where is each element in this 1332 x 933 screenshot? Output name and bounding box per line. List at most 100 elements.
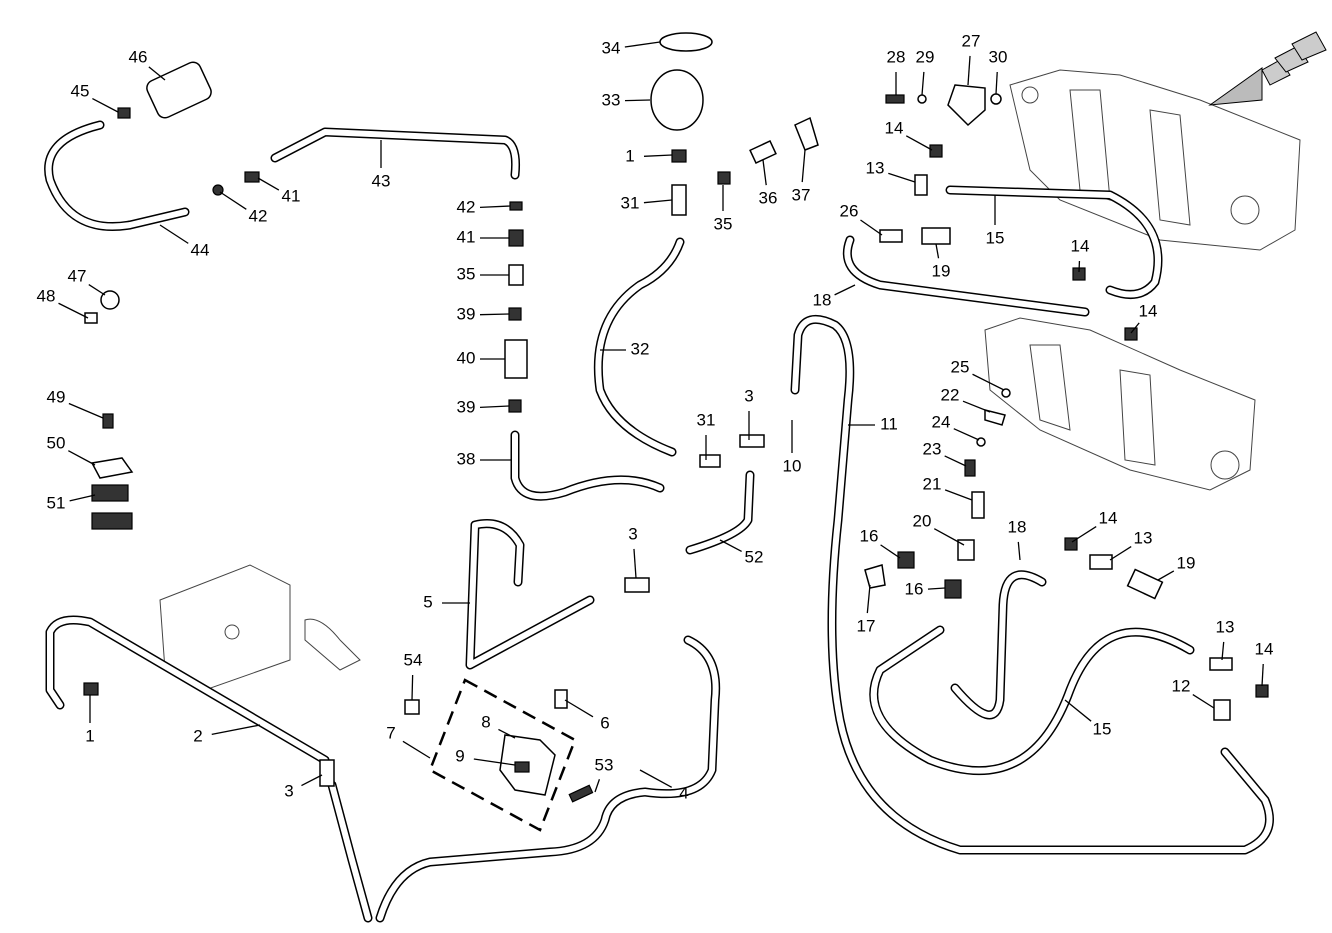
callout-leader-27 bbox=[967, 55, 971, 86]
hose-inner-12 bbox=[467, 520, 593, 668]
callout-leader-42 bbox=[479, 205, 511, 209]
callout-15: 15 bbox=[986, 228, 1005, 247]
callout-36: 36 bbox=[759, 188, 778, 207]
callout-leader-16 bbox=[927, 587, 946, 590]
callout-leader-24 bbox=[953, 428, 980, 441]
callout-3: 3 bbox=[284, 781, 293, 800]
hose-inner-0 bbox=[45, 122, 188, 230]
callout-33: 33 bbox=[602, 90, 621, 109]
callout-34: 34 bbox=[602, 38, 621, 57]
callout-13: 13 bbox=[1216, 617, 1235, 636]
callout-14: 14 bbox=[1099, 508, 1118, 527]
callout-8: 8 bbox=[481, 712, 490, 731]
callout-leader-51 bbox=[69, 494, 96, 502]
callout-26: 26 bbox=[840, 201, 859, 220]
callout-leader-41 bbox=[257, 177, 280, 191]
callout-31: 31 bbox=[697, 410, 716, 429]
callout-52: 52 bbox=[745, 547, 764, 566]
callout-leader-19 bbox=[1157, 570, 1175, 581]
callout-leader-29 bbox=[921, 71, 925, 96]
callout-18: 18 bbox=[813, 290, 832, 309]
callout-35: 35 bbox=[457, 264, 476, 283]
pump-assembly-lower bbox=[984, 317, 1256, 491]
callout-2: 2 bbox=[193, 726, 202, 745]
hose-12 bbox=[465, 519, 595, 670]
callout-41: 41 bbox=[282, 186, 301, 205]
callout-leader-14 bbox=[905, 135, 933, 151]
hose-inner-6 bbox=[844, 237, 1088, 315]
callout-23: 23 bbox=[923, 439, 942, 458]
callout-10: 10 bbox=[783, 456, 802, 475]
callout-28: 28 bbox=[887, 47, 906, 66]
callout-leader-3 bbox=[301, 774, 323, 787]
callout-leader-30 bbox=[995, 71, 998, 95]
callout-leader-22 bbox=[962, 400, 991, 413]
hose-6 bbox=[842, 235, 1090, 317]
hose-inner-7 bbox=[870, 627, 1193, 774]
callout-3: 3 bbox=[628, 524, 637, 543]
callout-leader-17 bbox=[866, 584, 871, 614]
callout-51: 51 bbox=[47, 493, 66, 512]
callout-leader-46 bbox=[148, 66, 166, 81]
callout-19: 19 bbox=[932, 261, 951, 280]
callout-38: 38 bbox=[457, 449, 476, 468]
callout-leader-37 bbox=[801, 149, 806, 183]
callout-12: 12 bbox=[1172, 676, 1191, 695]
callout-leader-13 bbox=[888, 172, 916, 183]
callout-leader-2 bbox=[211, 724, 261, 735]
direction-arrow-icon bbox=[1208, 31, 1327, 106]
callout-leader-20 bbox=[933, 528, 965, 546]
callout-22: 22 bbox=[941, 385, 960, 404]
hose-inner-8 bbox=[952, 571, 1045, 718]
callout-leader-13 bbox=[1109, 545, 1132, 561]
callout-leader-53 bbox=[594, 779, 601, 793]
callout-43: 43 bbox=[372, 171, 391, 190]
callout-leader-25 bbox=[972, 373, 1005, 391]
callout-13: 13 bbox=[1134, 528, 1153, 547]
callout-4: 4 bbox=[679, 783, 688, 802]
callout-18: 18 bbox=[1008, 517, 1027, 536]
hose-inner-1 bbox=[272, 129, 519, 178]
callout-9: 9 bbox=[455, 746, 464, 765]
callout-leader-7 bbox=[402, 740, 431, 759]
callout-leader-42 bbox=[219, 191, 247, 210]
callout-5: 5 bbox=[423, 592, 432, 611]
callout-3: 3 bbox=[744, 386, 753, 405]
callout-16: 16 bbox=[905, 579, 924, 598]
callout-15: 15 bbox=[1093, 719, 1112, 738]
callout-41: 41 bbox=[457, 227, 476, 246]
callout-42: 42 bbox=[457, 197, 476, 216]
hose-inner-10 bbox=[47, 617, 328, 763]
callout-leader-36 bbox=[762, 159, 767, 186]
fittings bbox=[83, 32, 1269, 787]
callout-leader-44 bbox=[159, 224, 189, 244]
callout-39: 39 bbox=[457, 304, 476, 323]
callout-leader-39 bbox=[479, 313, 510, 316]
hose-inner-13 bbox=[687, 472, 753, 553]
callout-20: 20 bbox=[913, 511, 932, 530]
callout-42: 42 bbox=[249, 206, 268, 225]
callout-leader-31 bbox=[643, 199, 673, 204]
hose-inner-11 bbox=[329, 782, 371, 921]
hoses-and-pipes bbox=[44, 120, 1274, 923]
callout-16: 16 bbox=[860, 526, 879, 545]
callout-leader-4 bbox=[639, 769, 673, 788]
callout-leader-14 bbox=[1261, 663, 1264, 687]
hose-inner-9 bbox=[377, 637, 719, 921]
callout-35: 35 bbox=[714, 214, 733, 233]
callout-leader-18 bbox=[834, 284, 856, 296]
callout-14: 14 bbox=[885, 118, 904, 137]
callout-30: 30 bbox=[989, 47, 1008, 66]
callout-leader-48 bbox=[58, 302, 89, 319]
callout-19: 19 bbox=[1177, 553, 1196, 572]
callout-leader-14 bbox=[1130, 322, 1140, 334]
callout-1: 1 bbox=[625, 146, 634, 165]
callout-leader-21 bbox=[944, 489, 973, 501]
callout-leader-1 bbox=[643, 154, 673, 157]
callout-48: 48 bbox=[37, 286, 56, 305]
hose-inner-3 bbox=[595, 239, 683, 455]
callout-leader-39 bbox=[479, 405, 510, 408]
callout-leaders bbox=[58, 41, 1264, 793]
